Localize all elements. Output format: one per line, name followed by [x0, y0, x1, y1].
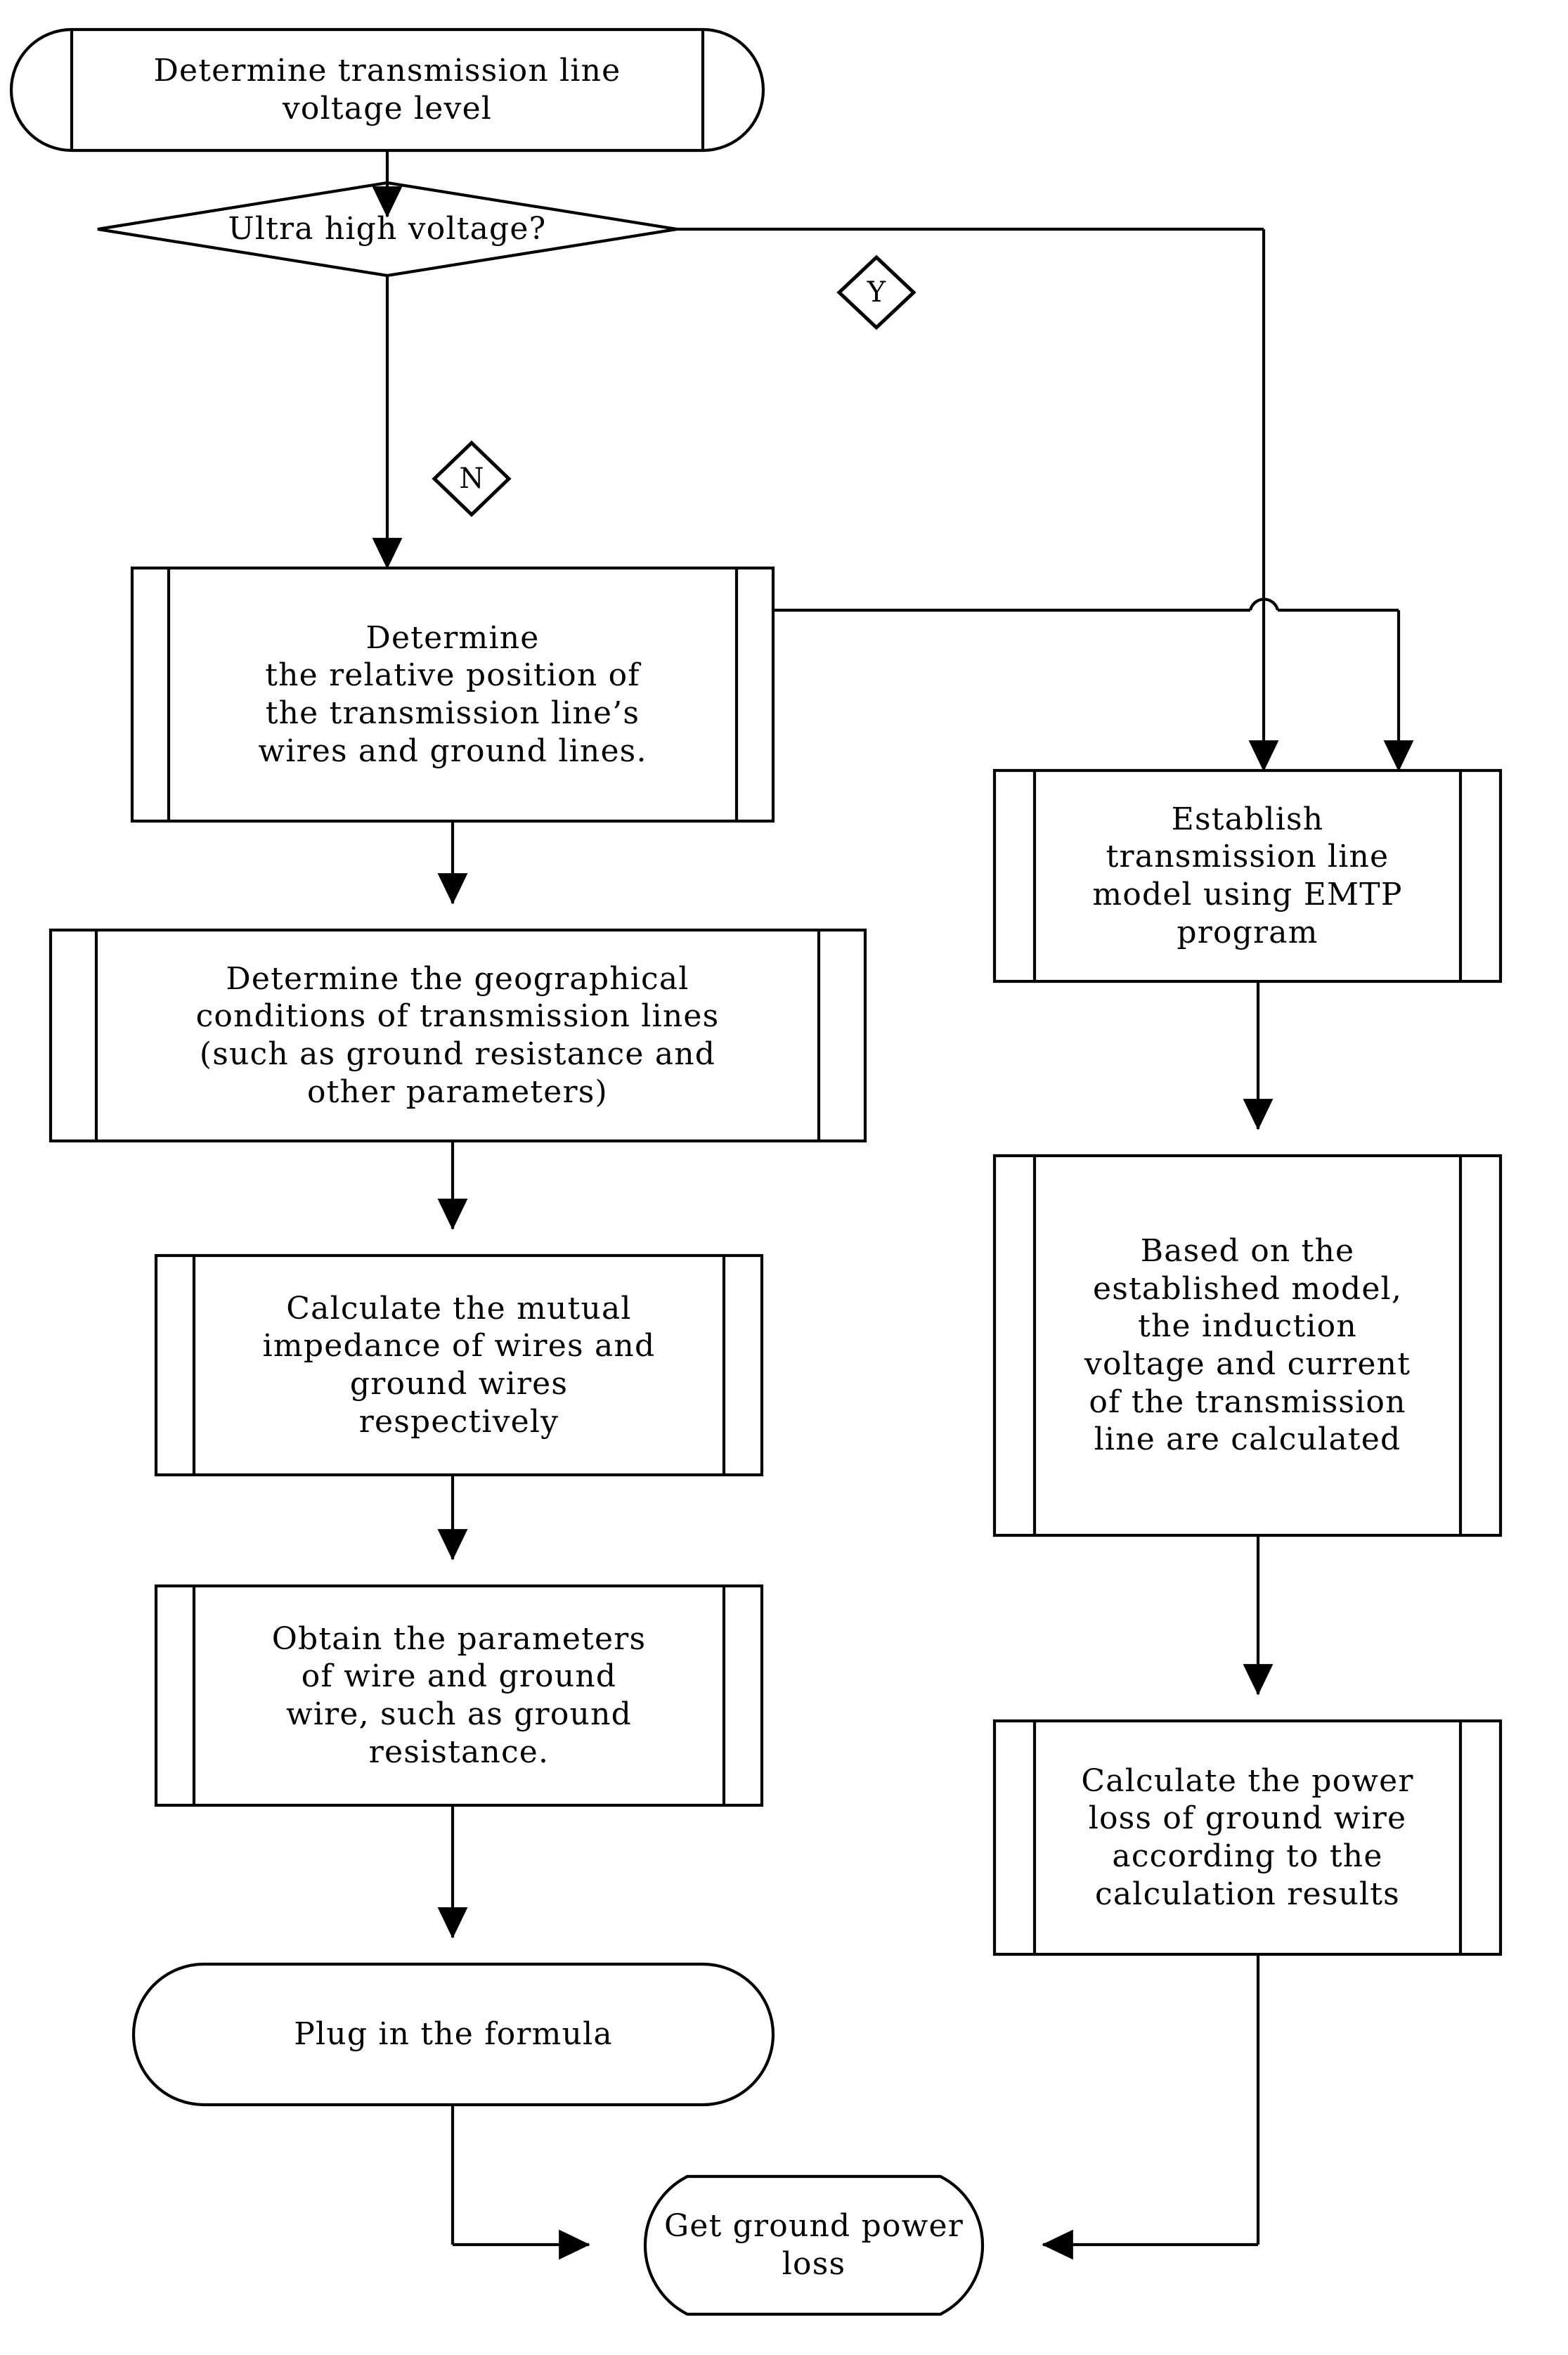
no-branch-marker	[432, 440, 512, 517]
powerloss-node[interactable]	[994, 1721, 1501, 1954]
impedance-node-outline	[154, 1253, 764, 1477]
decision-node[interactable]	[98, 183, 677, 276]
parameters-node-outline	[154, 1584, 764, 1807]
edge-line-hop-arc	[1248, 598, 1280, 611]
induction-node-outline	[992, 1154, 1503, 1537]
plug-formula-node-outline	[131, 1962, 775, 2107]
start-node[interactable]	[11, 30, 763, 150]
induction-node[interactable]	[994, 1156, 1501, 1535]
end-node-outline	[643, 2174, 985, 2316]
end-node[interactable]	[617, 2176, 1018, 2314]
geographical-node[interactable]	[51, 930, 865, 1141]
powerloss-node-outline	[992, 1719, 1503, 1956]
yes-branch-marker	[836, 254, 916, 330]
parameters-node[interactable]	[156, 1586, 762, 1805]
impedance-node[interactable]	[156, 1256, 762, 1475]
establish-node[interactable]	[994, 770, 1501, 981]
plug-formula-node[interactable]	[134, 1964, 773, 2105]
relative-position-node[interactable]	[132, 568, 773, 821]
establish-node-outline	[992, 768, 1503, 983]
geographical-node-outline	[48, 928, 867, 1143]
